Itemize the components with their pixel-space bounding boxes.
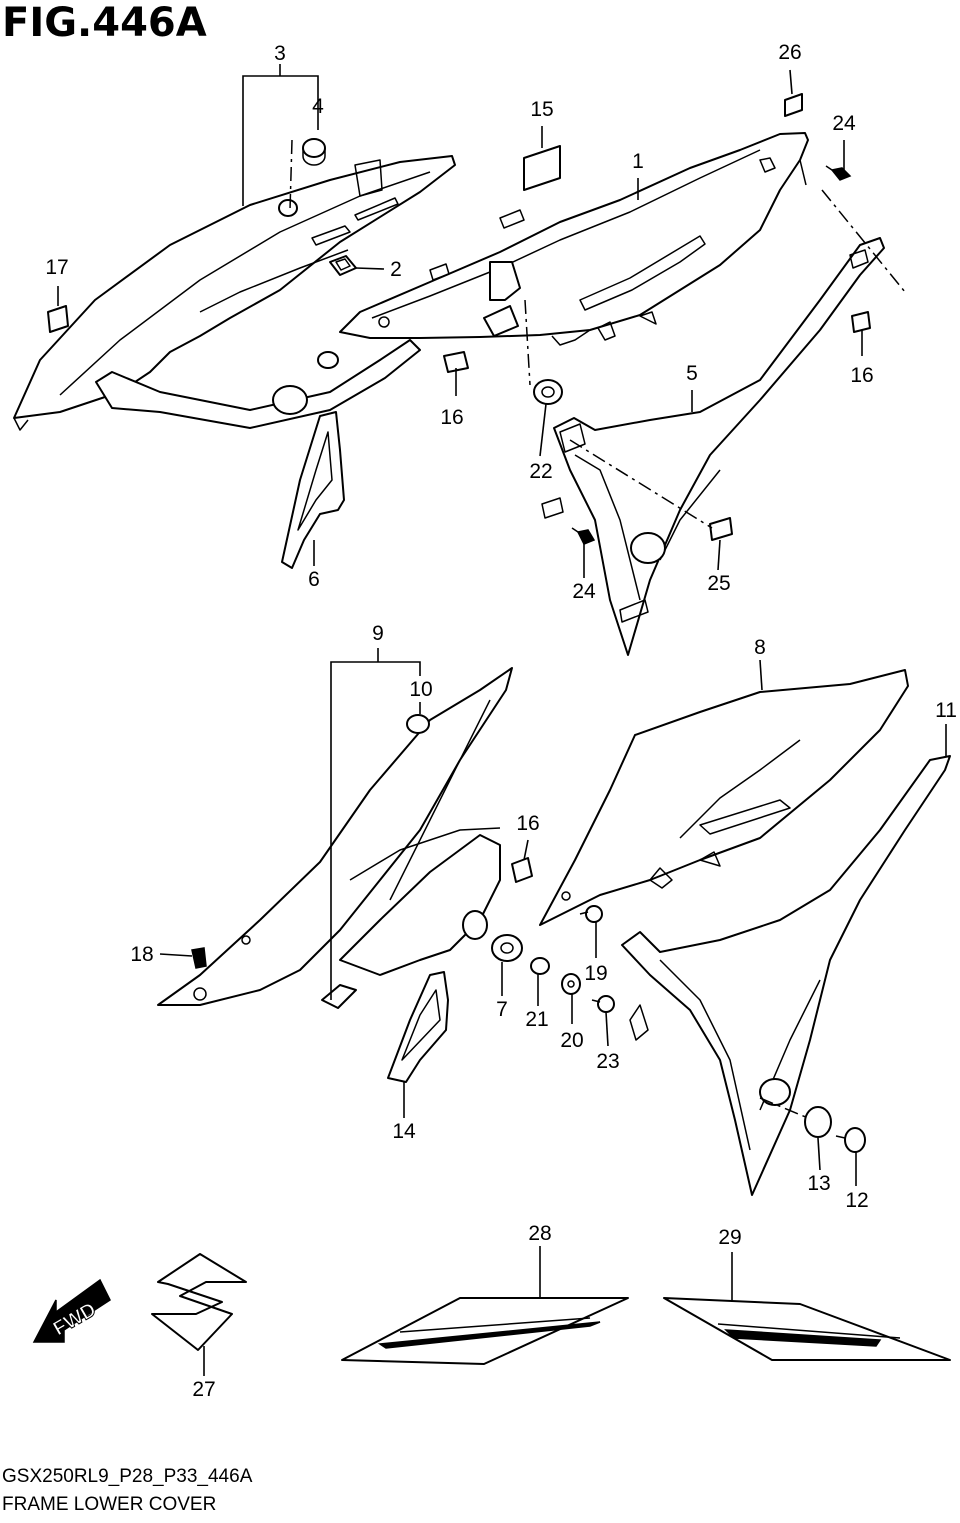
leader-lines [57, 64, 947, 1376]
callout-4: 4 [312, 95, 324, 118]
callout-16-lower: 16 [516, 812, 539, 835]
part-7-grommet[interactable] [491, 934, 523, 962]
callout-labels: 1 2 3 4 5 6 7 8 9 10 11 12 13 14 15 16 1… [45, 41, 957, 1401]
part-16-clip-nut-lower[interactable] [511, 857, 533, 883]
part-3-lower-edge [95, 339, 421, 429]
callout-13: 13 [807, 1172, 830, 1195]
part-11-side-cover-lower[interactable] [621, 755, 951, 1196]
alignment-line-upper-1 [821, 189, 906, 293]
alignment-line-upper-4 [289, 139, 293, 211]
section-name: FRAME LOWER COVER [2, 1494, 217, 1515]
part-12-bolt[interactable] [835, 1127, 866, 1153]
part-28-decal[interactable] [341, 1297, 629, 1365]
part-16-clip-nut-right[interactable] [851, 311, 871, 333]
part-3-left-upper-cover[interactable] [13, 155, 456, 431]
part-2-clip-nut[interactable] [329, 255, 357, 276]
part-26-cushion-pad[interactable] [784, 93, 803, 117]
callout-7: 7 [496, 998, 508, 1021]
callout-1: 1 [632, 150, 644, 173]
part-24-screw-upper[interactable] [825, 165, 852, 181]
part-25-cushion-pad[interactable] [709, 517, 733, 541]
callout-23: 23 [596, 1050, 619, 1073]
callout-3: 3 [274, 42, 286, 65]
callout-24-middle: 24 [572, 580, 596, 603]
callout-16-left: 16 [440, 406, 463, 429]
model-code: GSX250RL9_P28_P33_446A [2, 1466, 253, 1487]
part-6-bracket[interactable] [272, 351, 345, 569]
part-20-washer[interactable] [561, 973, 581, 995]
part-27-emblem[interactable] [151, 1253, 247, 1351]
callout-2: 2 [390, 258, 402, 281]
part-14-bracket[interactable] [387, 971, 449, 1083]
part-15-tape[interactable] [523, 145, 561, 191]
part-5-side-cover-upper[interactable] [541, 237, 885, 656]
part-4-grommet[interactable] [302, 138, 326, 166]
part-24-screw-middle[interactable] [571, 527, 596, 545]
part-21-collar[interactable] [530, 957, 550, 975]
callout-20: 20 [560, 1029, 583, 1052]
callout-8: 8 [754, 636, 766, 659]
callout-29: 29 [718, 1226, 741, 1249]
callout-15: 15 [530, 98, 553, 121]
callout-17: 17 [45, 256, 68, 279]
part-10-grommet[interactable] [406, 714, 430, 734]
callout-14: 14 [392, 1120, 416, 1143]
callout-6: 6 [308, 568, 320, 591]
part-23-bolt[interactable] [591, 995, 615, 1013]
part-9-inner-panel [321, 834, 501, 1009]
part-18-screw[interactable] [191, 947, 207, 969]
part-1-bracket [483, 261, 521, 337]
callout-28: 28 [528, 1222, 551, 1245]
part-17-cushion-pad[interactable] [47, 305, 69, 333]
callout-5: 5 [686, 362, 698, 385]
part-13-grommet[interactable] [804, 1106, 832, 1138]
part-22-grommet[interactable] [533, 379, 563, 405]
fwd-arrow-icon: FWD [32, 1278, 111, 1343]
part-1-frame-lower-cover[interactable] [339, 132, 809, 346]
part-8-right-lower-cover[interactable] [539, 669, 909, 926]
callout-22: 22 [529, 460, 552, 483]
part-19-bolt[interactable] [579, 905, 603, 923]
callout-10: 10 [409, 678, 432, 701]
alignment-line-upper-2 [569, 439, 713, 529]
part-29-decal[interactable] [663, 1297, 951, 1361]
callout-11: 11 [935, 699, 957, 722]
part-16-clip-nut-left[interactable] [443, 351, 469, 373]
callout-19: 19 [584, 962, 607, 985]
callout-24-upper: 24 [832, 112, 856, 135]
callout-18: 18 [130, 943, 153, 966]
callout-25: 25 [707, 572, 730, 595]
callout-12: 12 [845, 1189, 868, 1212]
callout-16-right: 16 [850, 364, 873, 387]
callout-27: 27 [192, 1378, 215, 1401]
part-9-left-lower-cover[interactable] [157, 667, 513, 1006]
part-3-grommet-seat [278, 199, 298, 217]
callout-26: 26 [778, 41, 801, 64]
callout-9: 9 [372, 622, 384, 645]
alignment-line-lower [759, 1097, 809, 1119]
figure-title: FIG.446A [2, 0, 207, 46]
callout-21: 21 [525, 1008, 548, 1031]
